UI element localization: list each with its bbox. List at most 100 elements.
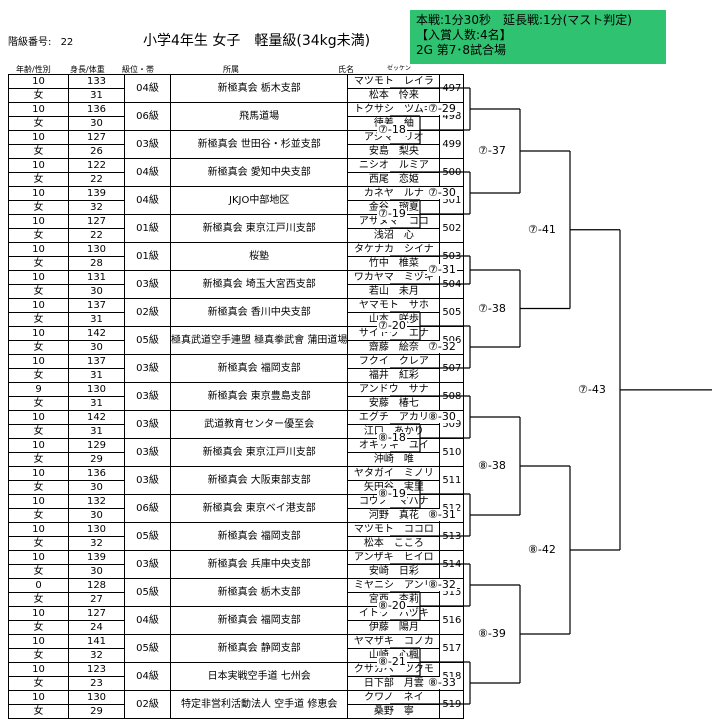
- age-cell: 10: [8, 186, 69, 201]
- match-number-label: ⑦-19: [377, 207, 407, 220]
- match-number-label: ⑧-42: [527, 543, 557, 556]
- name-kana-cell: マツモト レイラ: [347, 74, 441, 89]
- weight-cell: 22: [68, 228, 125, 243]
- height-cell: 136: [68, 102, 125, 117]
- affiliation-cell: 特定非営利活動法人 空手道 修恵会: [169, 690, 349, 719]
- col-affiliation: 所属: [223, 65, 239, 74]
- match-number-label: ⑧-21: [377, 655, 407, 668]
- age-cell: 10: [8, 466, 69, 481]
- rank-cell: 03級: [124, 130, 171, 159]
- height-cell: 130: [68, 690, 125, 705]
- rank-cell: 06級: [124, 494, 171, 523]
- match-number-label: ⑦-32: [427, 340, 457, 353]
- age-cell: 10: [8, 326, 69, 341]
- weight-cell: 30: [68, 284, 125, 299]
- rank-cell: 03級: [124, 410, 171, 439]
- name-kanji-cell: 安島 梨央: [347, 144, 441, 159]
- name-kanji-cell: 若山 未月: [347, 284, 441, 299]
- gender-cell: 女: [8, 480, 69, 495]
- gender-cell: 女: [8, 676, 69, 691]
- rank-cell: 01級: [124, 214, 171, 243]
- name-kanji-cell: 沖崎 唯: [347, 452, 441, 467]
- name-kanji-cell: 松本 怜来: [347, 88, 441, 103]
- prize-count-text: 【入賞人数:4名】: [416, 28, 512, 42]
- height-cell: 133: [68, 74, 125, 89]
- name-kana-cell: クワノ ネイ: [347, 690, 441, 705]
- name-kanji-cell: 安崎 日彩: [347, 564, 441, 579]
- weight-cell: 31: [68, 368, 125, 383]
- name-kanji-cell: 安藤 椿七: [347, 396, 441, 411]
- match-number-label: ⑧-38: [477, 459, 507, 472]
- name-kana-cell: ヤタガイ ミノリ: [347, 466, 441, 481]
- rules-info-box: 本戦:1分30秒 延長戦:1分(マスト判定) 【入賞人数:4名】 2G 第7･8…: [410, 10, 666, 64]
- gender-cell: 女: [8, 368, 69, 383]
- affiliation-cell: 新極真会 東京豊島支部: [169, 382, 349, 411]
- match-number-label: ⑧-30: [427, 410, 457, 423]
- col-height-weight: 身長/体重: [70, 65, 105, 74]
- name-kanji-cell: 竹中 椎菜: [347, 256, 441, 271]
- height-cell: 130: [68, 382, 125, 397]
- rank-cell: 02級: [124, 690, 171, 719]
- affiliation-cell: 新極真会 東京ベイ港支部: [169, 494, 349, 523]
- age-cell: 10: [8, 550, 69, 565]
- age-cell: 10: [8, 130, 69, 145]
- rank-cell: 03級: [124, 270, 171, 299]
- age-cell: 9: [8, 382, 69, 397]
- gender-cell: 女: [8, 144, 69, 159]
- gender-cell: 女: [8, 564, 69, 579]
- name-kanji-cell: 松本 こころ: [347, 536, 441, 551]
- name-kana-cell: アンドウ サナ: [347, 382, 441, 397]
- weight-cell: 30: [68, 564, 125, 579]
- name-kana-cell: タケナカ シイナ: [347, 242, 441, 257]
- height-cell: 122: [68, 158, 125, 173]
- affiliation-cell: 新極真会 香川中央支部: [169, 298, 349, 327]
- age-cell: 10: [8, 606, 69, 621]
- zekken-number-cell: 499: [439, 130, 465, 159]
- weight-cell: 23: [68, 676, 125, 691]
- zekken-number-cell: 513: [439, 522, 465, 551]
- match-number-label: ⑦-20: [377, 319, 407, 332]
- rank-cell: 04級: [124, 606, 171, 635]
- gender-cell: 女: [8, 116, 69, 131]
- height-cell: 127: [68, 214, 125, 229]
- rank-cell: 03級: [124, 354, 171, 383]
- height-cell: 128: [68, 578, 125, 593]
- gender-cell: 女: [8, 228, 69, 243]
- gender-cell: 女: [8, 340, 69, 355]
- rank-cell: 05級: [124, 326, 171, 355]
- rank-cell: 03級: [124, 550, 171, 579]
- weight-cell: 26: [68, 144, 125, 159]
- weight-cell: 30: [68, 508, 125, 523]
- weight-cell: 29: [68, 452, 125, 467]
- gender-cell: 女: [8, 200, 69, 215]
- weight-cell: 30: [68, 480, 125, 495]
- match-duration-text: 本戦:1分30秒 延長戦:1分(マスト判定): [416, 13, 632, 27]
- match-number-label: ⑦-38: [477, 301, 507, 315]
- height-cell: 127: [68, 606, 125, 621]
- page-title: 小学4年生 女子 軽量級(34kg未満): [143, 33, 371, 49]
- court-text: 2G 第7･8試合場: [416, 43, 507, 57]
- height-cell: 130: [68, 522, 125, 537]
- zekken-number-cell: 511: [439, 466, 465, 495]
- col-age-gender: 年齢/性別: [16, 65, 51, 74]
- weight-cell: 30: [68, 116, 125, 131]
- affiliation-cell: 武道教育センター優至会: [169, 410, 349, 439]
- gender-cell: 女: [8, 284, 69, 299]
- height-cell: 137: [68, 354, 125, 369]
- gender-cell: 女: [8, 508, 69, 523]
- class-number-label: 階級番号:: [8, 37, 52, 48]
- match-number-label: ⑦-29: [427, 102, 457, 115]
- class-number-value: 22: [60, 37, 74, 48]
- rank-cell: 04級: [124, 662, 171, 691]
- match-number-label: ⑧-39: [477, 627, 507, 640]
- rank-cell: 01級: [124, 242, 171, 271]
- zekken-number-cell: 500: [439, 158, 465, 187]
